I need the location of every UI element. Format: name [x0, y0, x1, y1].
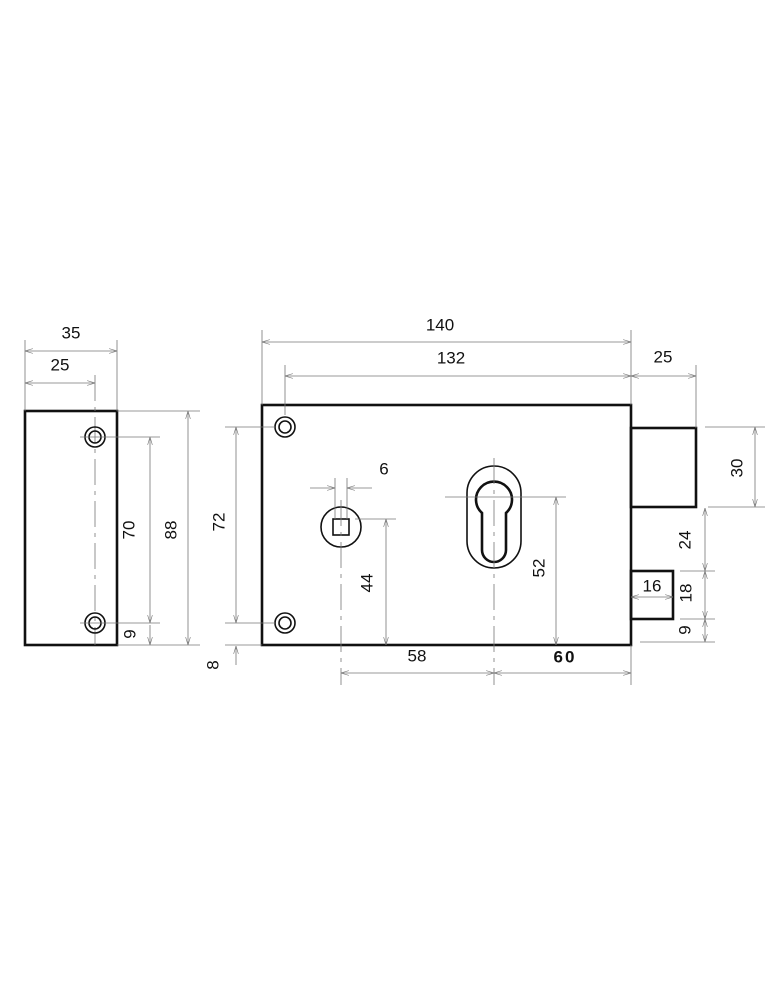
dim-spindle-size: 6 [379, 459, 388, 478]
dim-screw-spacing: 72 [209, 513, 228, 532]
dim-bolt-height: 30 [727, 459, 746, 478]
screw-hole-top [80, 426, 160, 448]
lock-case-outline [260, 403, 633, 647]
dim-backset: 60 [554, 647, 577, 666]
screw-top [274, 416, 296, 438]
dim-strike-height: 88 [161, 521, 180, 540]
dim-spindle-to-cylinder: 58 [408, 646, 427, 665]
strike-plate-outline [23, 409, 119, 647]
dim-latch-throw: 16 [643, 576, 662, 595]
dim-hole-spacing: 70 [119, 521, 138, 540]
deadbolt [629, 426, 698, 509]
strike-plate: 35 25 70 88 9 [23, 323, 200, 647]
screw-bottom [274, 612, 296, 634]
dim-cylinder-height: 52 [529, 559, 548, 578]
dim-bolt-to-latch: 24 [675, 531, 694, 550]
dim-latch-bottom-offset: 9 [675, 625, 694, 634]
dim-strike-bottom-offset: 9 [120, 629, 139, 638]
dim-spindle-height: 44 [357, 574, 376, 593]
lock-body: 72 8 140 132 25 30 24 18 9 16 [203, 315, 765, 685]
dim-strike-width: 35 [62, 323, 81, 342]
dim-hole-offset: 25 [51, 355, 70, 374]
dim-inner-width: 132 [437, 348, 465, 367]
dim-bolt-throw: 25 [654, 347, 673, 366]
dim-latch-height: 18 [676, 584, 695, 603]
dim-total-width: 140 [426, 315, 454, 334]
dim-screw-bottom-offset: 8 [203, 660, 222, 669]
screw-hole-bottom [80, 612, 160, 634]
